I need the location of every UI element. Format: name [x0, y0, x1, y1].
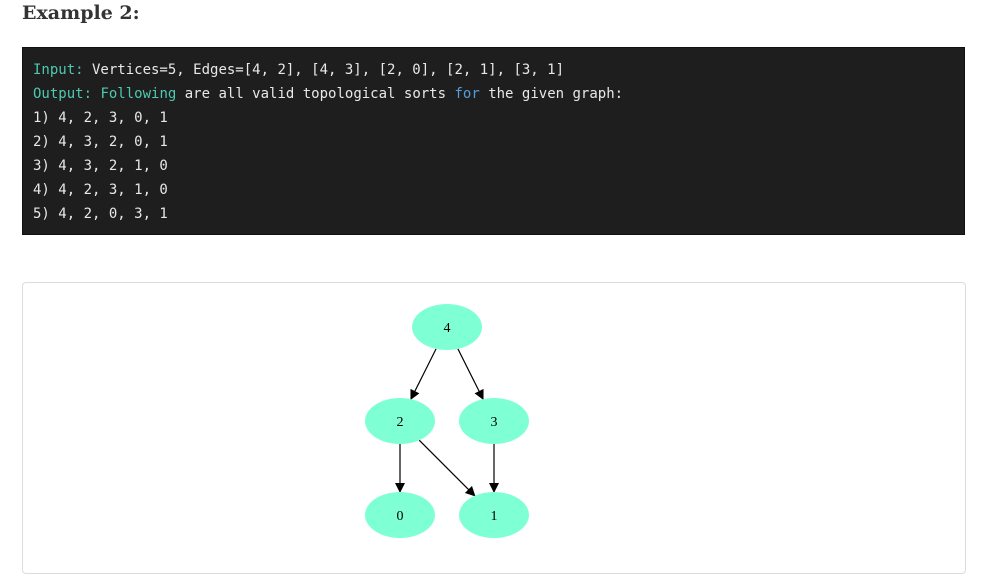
node-2: 2 — [365, 398, 435, 444]
output-line: Output: Following are all valid topologi… — [33, 82, 964, 106]
edge-4-2 — [410, 348, 437, 401]
sort-line: 5) 4, 2, 0, 3, 1 — [33, 206, 168, 222]
edge-2-1 — [418, 439, 476, 497]
sort-line: 1) 4, 2, 3, 0, 1 — [33, 110, 168, 126]
output-keyword: for — [454, 86, 480, 102]
node-ellipse — [459, 398, 529, 444]
code-block: Input: Vertices=5, Edges=[4, 2], [4, 3],… — [22, 47, 965, 235]
edge-4-3 — [457, 348, 484, 401]
graph-figure: 4 2 3 0 1 — [22, 282, 966, 574]
node-label: 3 — [491, 415, 498, 430]
node-label: 1 — [491, 509, 498, 524]
node-1: 1 — [459, 492, 529, 538]
example-heading: Example 2: — [22, 2, 140, 24]
graph-svg: 4 2 3 0 1 — [365, 304, 529, 538]
output-word: Following — [92, 86, 177, 102]
output-end: the given graph: — [479, 86, 624, 102]
node-label: 0 — [397, 509, 404, 524]
node-label: 2 — [397, 415, 404, 430]
node-label: 4 — [444, 321, 451, 336]
sort-line: 4) 4, 2, 3, 1, 0 — [33, 182, 168, 198]
node-3: 3 — [459, 398, 529, 444]
input-line: Input: Vertices=5, Edges=[4, 2], [4, 3],… — [33, 58, 964, 82]
node-4: 4 — [412, 304, 482, 350]
sort-line: 3) 4, 3, 2, 1, 0 — [33, 158, 168, 174]
node-ellipse — [365, 398, 435, 444]
output-mid: are all valid topological sorts — [176, 86, 455, 102]
node-0: 0 — [365, 492, 435, 538]
node-ellipse — [365, 492, 435, 538]
node-ellipse — [459, 492, 529, 538]
sort-line: 2) 4, 3, 2, 0, 1 — [33, 134, 168, 150]
input-value: Vertices=5, Edges=[4, 2], [4, 3], [2, 0]… — [83, 62, 565, 78]
input-label: Input: — [33, 62, 84, 78]
output-label: Output: — [33, 86, 93, 102]
node-ellipse — [412, 304, 482, 350]
